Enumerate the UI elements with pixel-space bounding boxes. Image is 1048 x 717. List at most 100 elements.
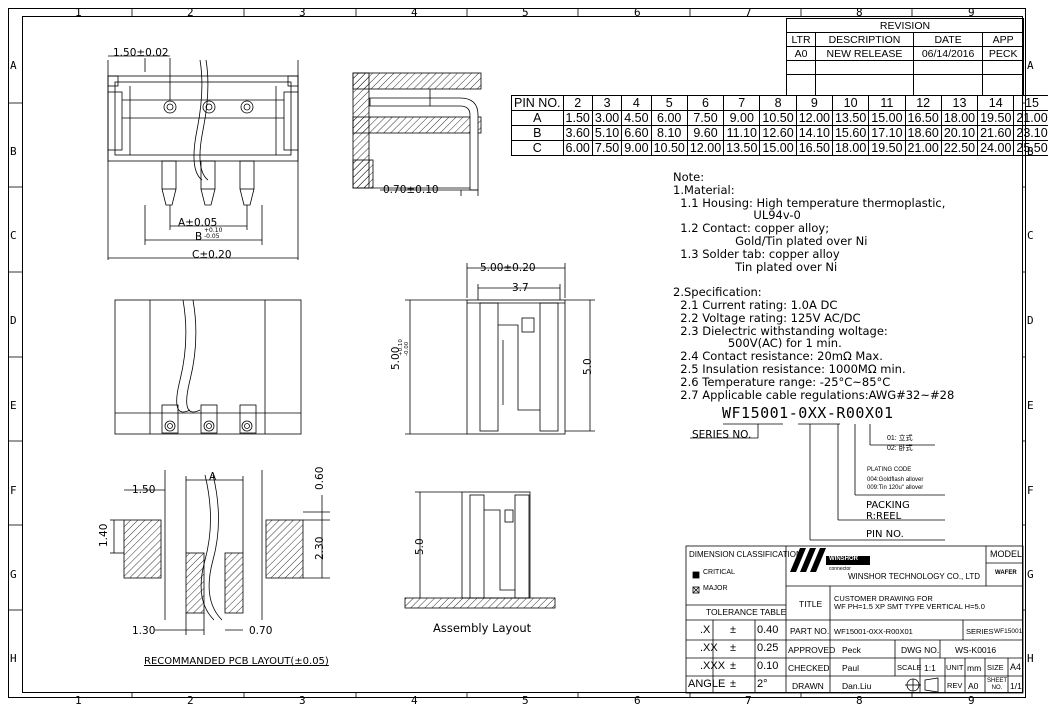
plating-title: PLATING CODE: [867, 467, 912, 473]
size-label: SIZE: [987, 663, 1004, 672]
tolerance-value: 0.25: [757, 642, 779, 654]
zone-row-right: C: [1027, 229, 1034, 242]
pin-count-cell: 6: [686, 95, 725, 111]
title-block-lines: [685, 545, 1024, 694]
pin-value-cell: 19.50: [977, 110, 1015, 126]
zone-row-left: A: [10, 59, 17, 72]
assembly-caption: Assembly Layout: [433, 621, 532, 635]
revision-cell: 06/14/2016: [912, 46, 984, 61]
note-line: 2.2 Voltage rating: 125V AC/DC: [673, 310, 861, 325]
note-line: 2.7 Applicable cable regulations:AWG#32~…: [673, 387, 955, 402]
zone-row-right: D: [1027, 314, 1034, 327]
approved-label: APPROVED: [788, 645, 836, 655]
dwg-value: WS-K0016: [955, 645, 997, 655]
critical-label: CRITICAL: [703, 569, 735, 576]
zone-col-bottom: 7: [745, 694, 752, 707]
tolerance-table-label: TOLERANCE TABLE: [706, 607, 787, 617]
bottom-front-view: [114, 299, 302, 435]
zone-col-top: 9: [968, 6, 975, 19]
major-mark: [692, 586, 700, 594]
pin-count-cell: 14: [977, 95, 1015, 111]
revision-header: DATE: [912, 32, 984, 47]
pin-count-cell: 2: [562, 95, 593, 111]
pin-value-cell: 21.00: [904, 140, 942, 156]
note-line: 1.Material:: [673, 182, 735, 197]
revision-cell: PECK: [982, 46, 1024, 61]
zone-row-right: F: [1027, 484, 1034, 497]
revision-cell: NEW RELEASE: [815, 46, 914, 61]
part-code: WF15001-0XX-R00X01: [722, 404, 894, 422]
side-view: [352, 72, 482, 196]
note-line: Gold/Tin plated over Ni: [673, 233, 868, 248]
pin-value-cell: 8.10: [650, 125, 688, 141]
plating-1: 004:Goldflash allover: [867, 477, 924, 483]
pin-value-cell: 24.00: [977, 140, 1015, 156]
dim-height-tol-sup: +0.10 -0.00: [398, 339, 410, 356]
revision-header: DESCRIPTION: [815, 32, 914, 47]
tolerance-key: .X: [700, 624, 711, 636]
front-view: [107, 55, 299, 260]
note-line: 2.4 Contact resistance: 20mΩ Max.: [673, 349, 883, 364]
pin-count-cell: 9: [795, 95, 833, 111]
winshor-logo: [790, 548, 870, 572]
scale-label: SCALE: [897, 663, 922, 672]
revision-title: REVISION: [786, 18, 1024, 33]
pcb-layout: [110, 470, 330, 635]
major-label: MAJOR: [703, 585, 728, 592]
tolerance-sign: ±: [730, 660, 737, 672]
checked-value: Paul: [842, 663, 860, 673]
notes-block: Note:1.Material: 1.1 Housing: High tempe…: [673, 171, 954, 401]
pin-value-cell: 21.60: [977, 125, 1015, 141]
pin-count-cell: 15: [1013, 95, 1048, 111]
tolerance-sign: ±: [730, 678, 737, 690]
pcb-caption: RECOMMANDED PCB LAYOUT(±0.05): [144, 656, 329, 667]
pin-row-label: A: [511, 110, 564, 126]
pin-value-cell: 7.50: [686, 110, 725, 126]
note-line: 500V(AC) for 1 min.: [673, 336, 842, 351]
zone-col-top: 6: [634, 6, 641, 19]
zone-row-left: E: [10, 399, 17, 412]
zone-col-top: 5: [522, 6, 529, 19]
dim-height: 5.0: [582, 358, 594, 375]
pin-count-cell: 12: [904, 95, 942, 111]
note-line: 1.2 Contact: copper alloy;: [673, 221, 830, 236]
pin-value-cell: 23.10: [1013, 125, 1048, 141]
pin-value-cell: 18.00: [831, 140, 870, 156]
zone-col-top: 4: [411, 6, 418, 19]
dim-c: C±0.20: [192, 249, 232, 261]
series-label: SERIES: [966, 627, 994, 636]
pin-value-cell: 15.60: [831, 125, 870, 141]
logo-sub: connector: [829, 566, 851, 572]
note-line: 2.Specification:: [673, 285, 762, 300]
part-no-label: PART NO.: [790, 626, 830, 636]
plating-2: 009:Tin 120u" allover: [867, 485, 924, 491]
pin-count-cell: 5: [650, 95, 688, 111]
drawn-label: DRAWN: [792, 681, 824, 691]
zone-row-left: D: [10, 314, 17, 327]
note-line: Note:: [673, 170, 705, 184]
zone-col-bottom: 4: [411, 694, 418, 707]
pin-count-cell: 8: [759, 95, 797, 111]
pcb-dim-070: 0.70: [249, 625, 273, 637]
pin-table-header-row: PIN NO.2345678910111213141516: [511, 95, 1048, 111]
zone-row-left: C: [10, 229, 17, 242]
zone-row-left: B: [10, 145, 17, 158]
tolerance-key: .XX: [700, 642, 718, 654]
series-value: WF15001: [994, 628, 1023, 635]
zone-row-right: A: [1027, 59, 1034, 72]
tolerance-sign: ±: [730, 642, 737, 654]
revision-header: APP: [982, 32, 1024, 47]
zone-row-left: G: [10, 568, 17, 581]
tolerance-key: .XXX: [700, 660, 726, 672]
model-value: WAFER: [995, 570, 1017, 576]
unit-value: mm: [967, 663, 982, 673]
note-line: 2.1 Current rating: 1.0A DC: [673, 297, 838, 312]
zone-col-top: 1: [75, 6, 82, 19]
zone-col-bottom: 8: [856, 694, 863, 707]
pin-row-label: B: [511, 125, 564, 141]
dim-b: B: [195, 231, 203, 243]
part-no-value: WF15001-0XX-R00X01: [834, 627, 913, 636]
